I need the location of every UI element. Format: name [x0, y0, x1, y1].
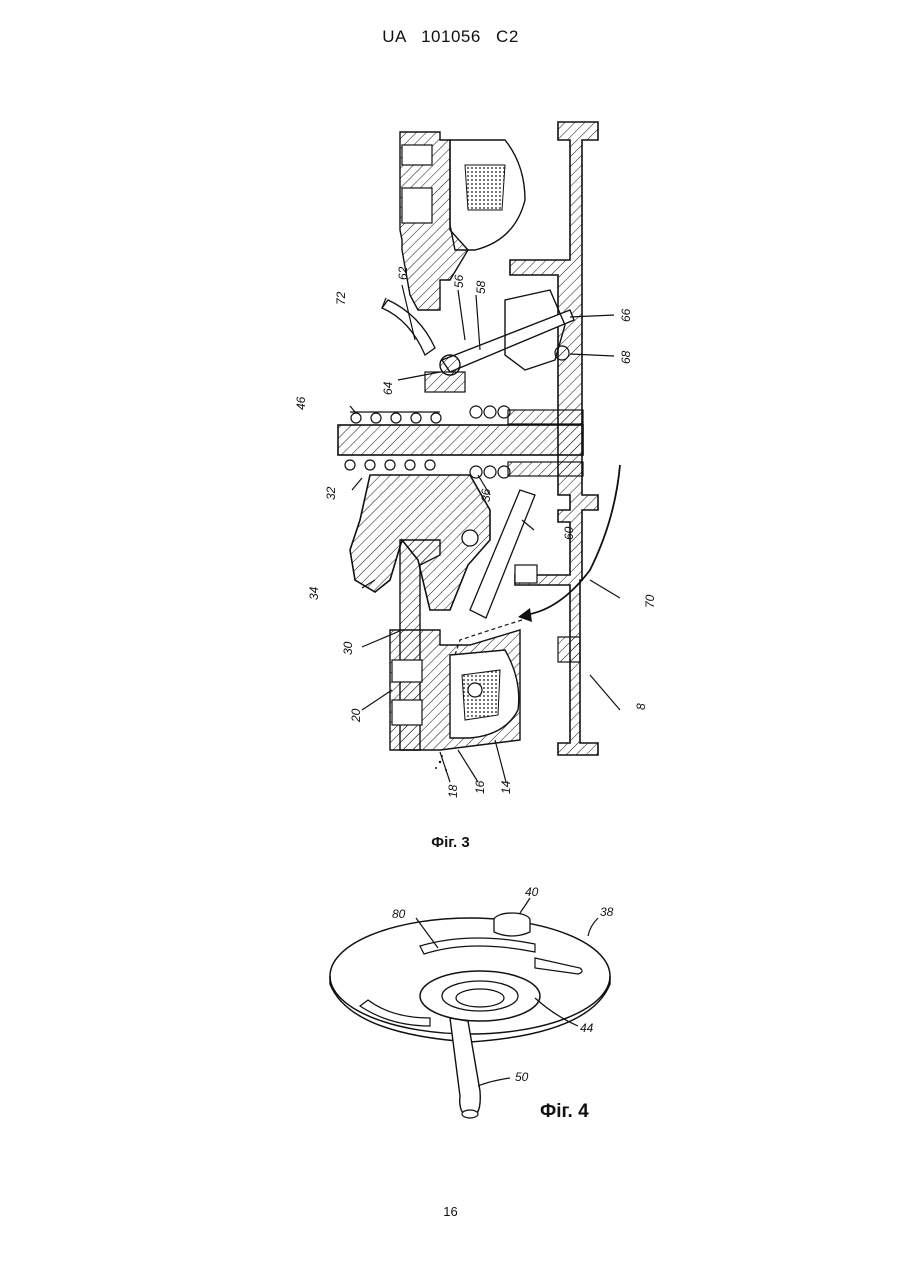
flow-arrow-head — [518, 608, 532, 622]
shaft-collar-lower — [508, 462, 583, 476]
label-64: 64 — [381, 381, 395, 395]
boss-40-side — [494, 920, 530, 936]
label-20: 20 — [349, 708, 363, 723]
hub-bore — [456, 989, 504, 1007]
label-16: 16 — [473, 780, 487, 794]
figure-4-drawing: 40 38 80 44 50 — [320, 876, 620, 1131]
lower-fuse-element — [462, 670, 500, 720]
lower-clamp-slot — [392, 660, 422, 682]
cam-pin — [462, 530, 478, 546]
shaft-collar — [508, 410, 583, 424]
label-46: 46 — [294, 396, 308, 410]
spring-46 — [350, 412, 441, 423]
housing-lower-lip — [558, 637, 580, 662]
label-56: 56 — [452, 274, 466, 288]
fig4-label-38: 38 — [600, 905, 614, 919]
label-60: 60 — [562, 526, 576, 540]
label-66: 66 — [619, 308, 633, 322]
fig4-label-44: 44 — [580, 1021, 594, 1035]
label-36: 36 — [479, 488, 493, 502]
page-number: 16 — [0, 1204, 901, 1219]
label-14: 14 — [499, 780, 513, 794]
figure-3-caption: Фіг. 3 — [0, 834, 901, 851]
spring-32 — [345, 460, 435, 470]
label-8: 8 — [634, 703, 648, 710]
patent-header: UA 101056 C2 — [0, 27, 901, 47]
label-34: 34 — [307, 586, 321, 600]
upper-fuse-element — [465, 165, 505, 210]
latch-ball-68 — [555, 346, 569, 360]
lower-bracket — [425, 372, 465, 392]
label-18: 18 — [446, 784, 460, 798]
fig4-label-50: 50 — [515, 1070, 529, 1084]
label-70: 70 — [643, 594, 657, 608]
upper-clamp-slot — [402, 145, 432, 165]
label-32: 32 — [324, 486, 338, 500]
figure-4-caption: Фіг. 4 — [540, 1101, 589, 1123]
arm-tip — [462, 1110, 478, 1118]
fig4-label-80: 80 — [392, 907, 406, 921]
upper-clamp-slot-2 — [402, 188, 432, 223]
label-62: 62 — [396, 266, 410, 280]
fuse-terminal — [468, 683, 482, 697]
label-58: 58 — [474, 280, 488, 294]
central-shaft — [338, 425, 583, 455]
rod-end-block — [515, 565, 537, 583]
label-30: 30 — [341, 641, 355, 655]
label-68: 68 — [619, 350, 633, 364]
lower-clamp-slot-2 — [392, 700, 422, 725]
fig4-label-40: 40 — [525, 885, 539, 899]
label-72: 72 — [334, 291, 348, 305]
figure-3-drawing: 72 62 56 58 66 68 46 64 32 36 34 60 70 3… — [290, 110, 670, 815]
